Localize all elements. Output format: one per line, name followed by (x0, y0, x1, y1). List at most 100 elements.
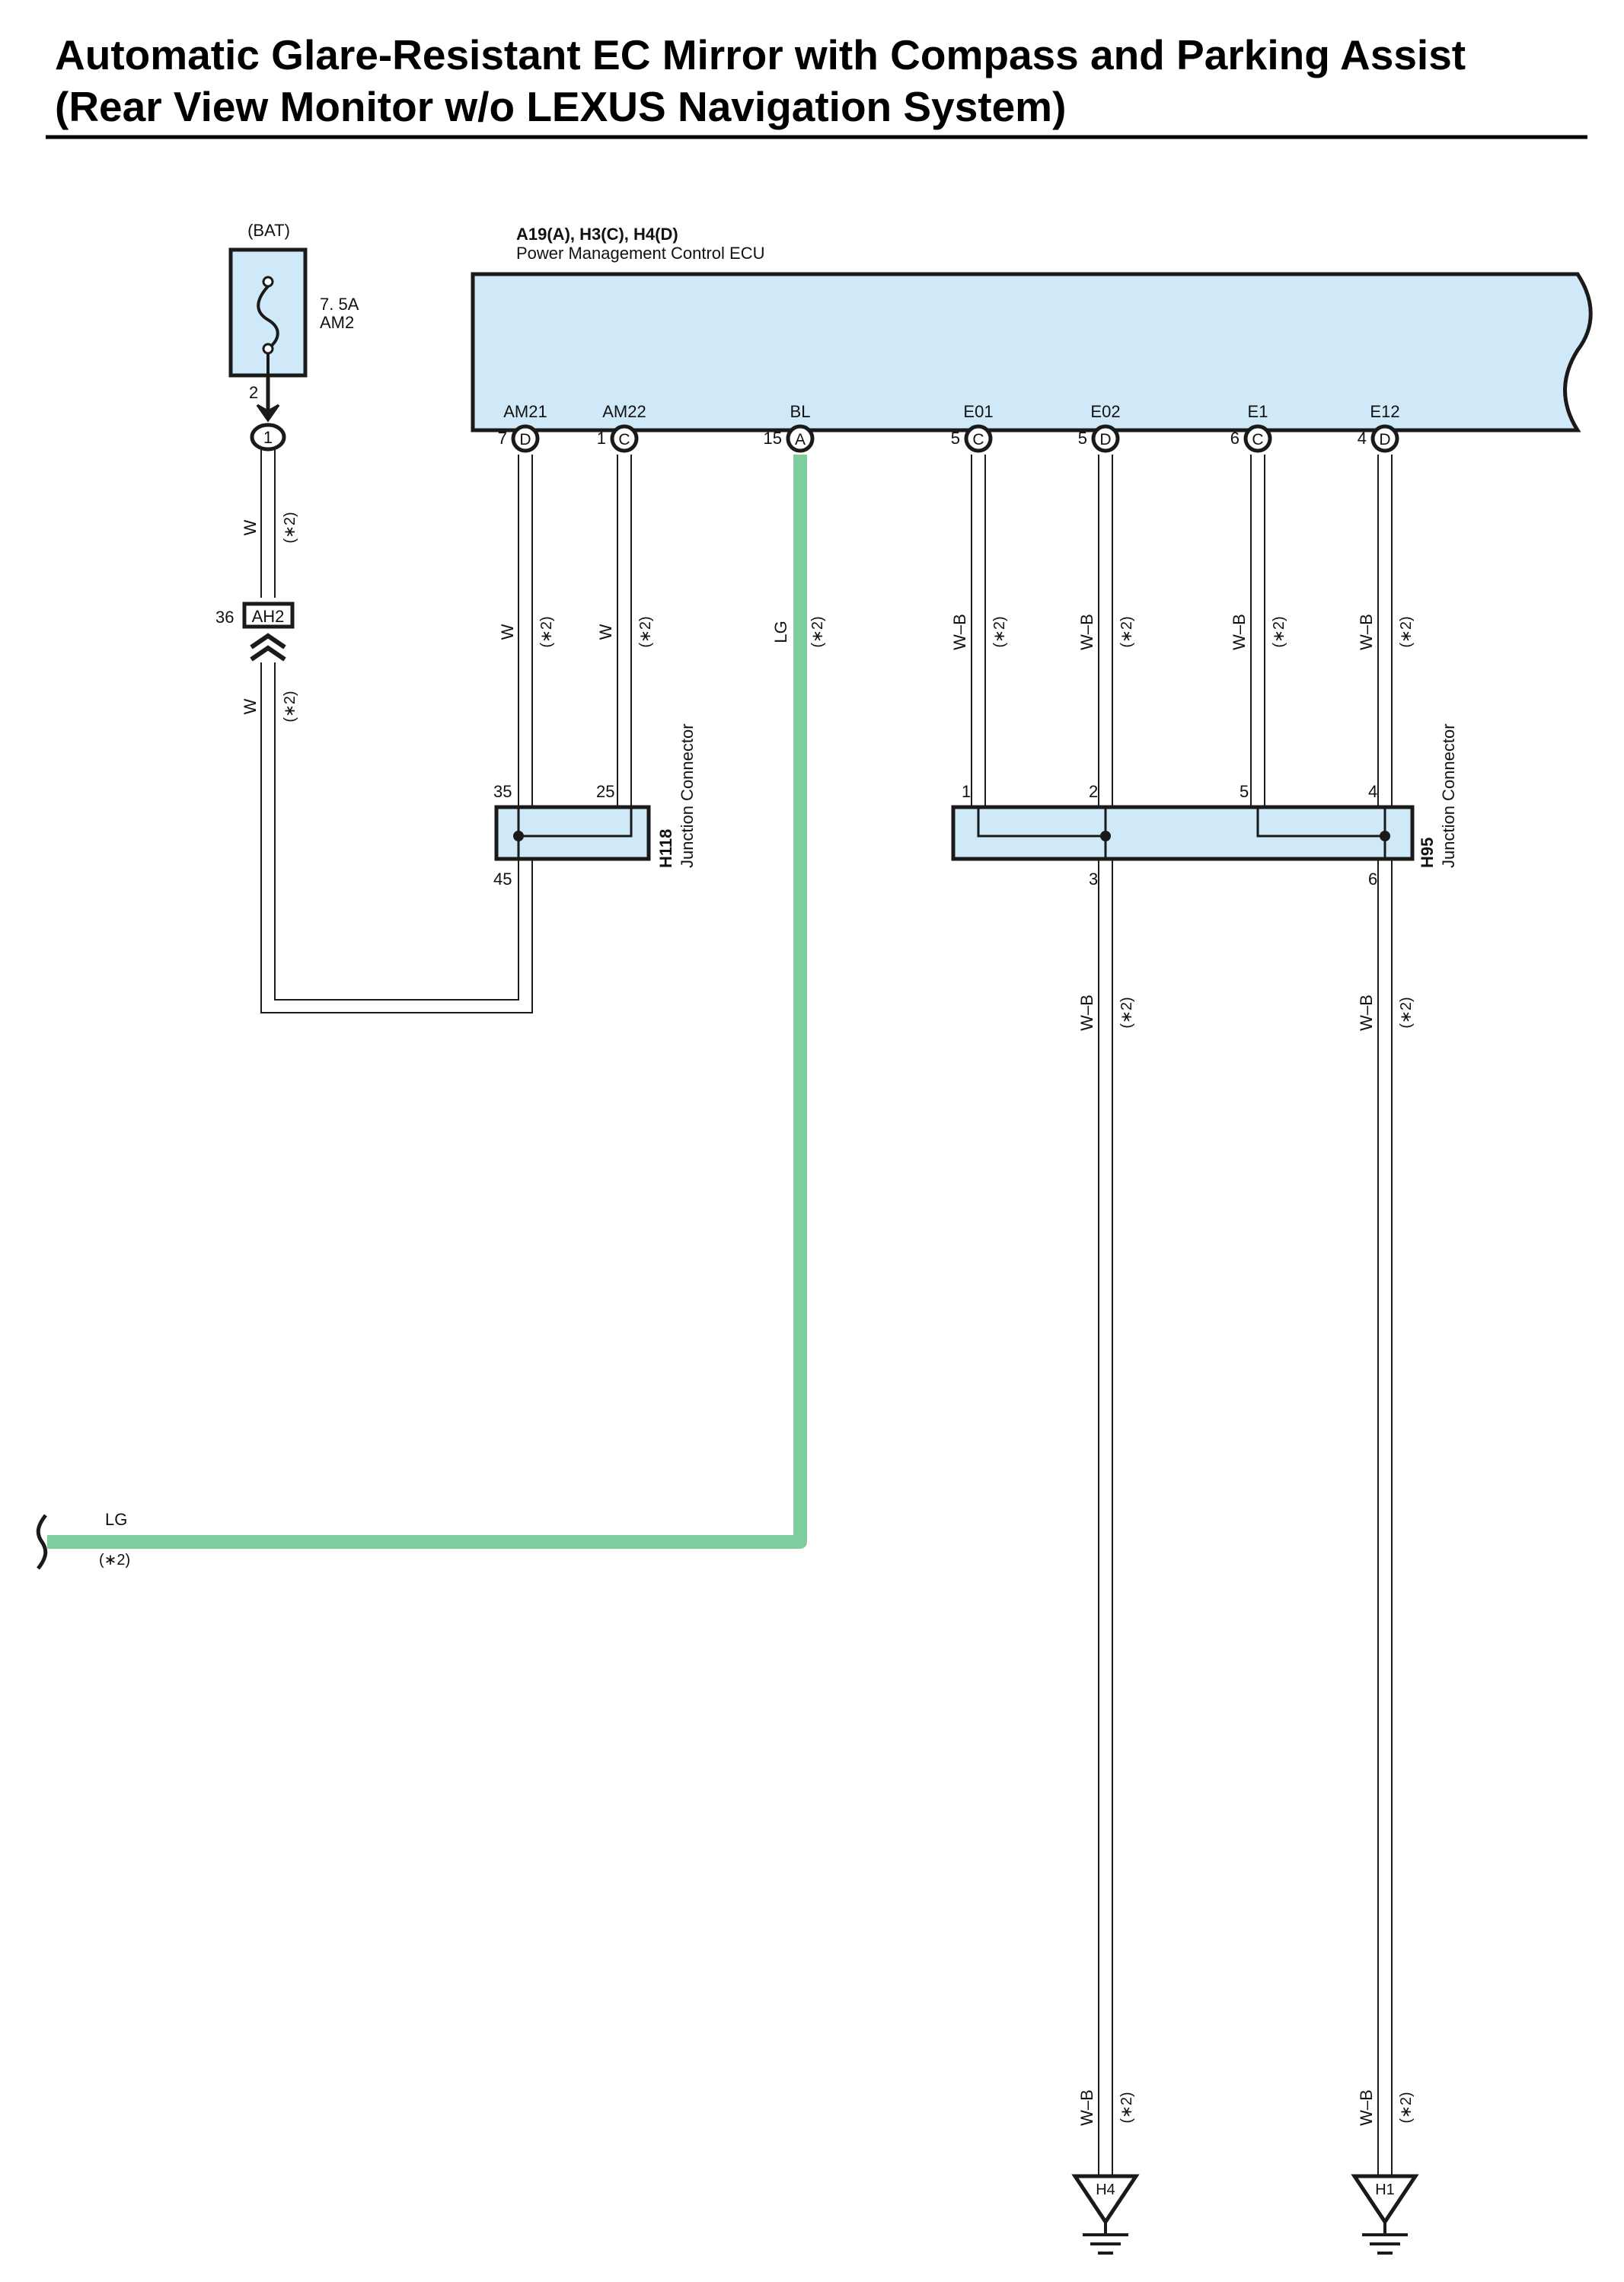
w-wire-ah2-h118-inner (274, 662, 519, 1001)
h95-3-wire-note: (∗2) (1118, 997, 1135, 1028)
h95-pin-6: 6 (1368, 870, 1377, 889)
ecu-terminal-e12-connector (1370, 424, 1399, 453)
h95-3-wire-label: W–B (1077, 994, 1096, 1031)
ecu-terminal-e01-pin: 5 (951, 429, 960, 448)
h118-pin-35: 35 (493, 782, 512, 801)
w-wire-label-1: W (241, 519, 260, 535)
ah2-pin: 36 (215, 608, 234, 627)
am21-wire-note: (∗2) (538, 616, 555, 647)
ecu-terminal-bl-letter: A (795, 431, 806, 448)
ecu-box (471, 272, 1593, 432)
ecu-terminal-e12-name: E12 (1370, 402, 1399, 421)
fuse-source-label: (BAT) (247, 221, 290, 240)
e01-wire-note: (∗2) (991, 616, 1008, 647)
lg-left-label: LG (105, 1510, 127, 1529)
am22-wire-note: (∗2) (637, 616, 654, 647)
h118-name: Junction Connector (678, 723, 697, 868)
h4-wire-note: (∗2) (1118, 2092, 1135, 2123)
title-line-1: Automatic Glare-Resistant EC Mirror with… (55, 31, 1466, 78)
h118-code: H118 (656, 829, 675, 868)
w-wire-note-1: (∗2) (282, 512, 298, 543)
ecu-terminal-e1-pin: 6 (1230, 429, 1240, 448)
h95-pin-2: 2 (1089, 782, 1098, 801)
ecu-terminal-e12-letter: D (1379, 431, 1390, 448)
ecu-terminal-e02-pin: 5 (1078, 429, 1087, 448)
fuse-connector-1 (250, 423, 286, 452)
h95-box (951, 805, 1415, 861)
ground-wires-h95 (1098, 859, 1393, 2193)
w-wire-note-2: (∗2) (282, 691, 298, 722)
h95-6-wire-label: W–B (1357, 994, 1376, 1031)
ecu-terminal-e02-letter: D (1099, 431, 1111, 448)
bl-wire-note: (∗2) (809, 616, 826, 647)
ecu-terminal-am21-letter: D (519, 431, 531, 448)
ground-wires-ecu (971, 455, 1393, 807)
ecu-terminal-am22-letter: C (618, 431, 630, 448)
ecu-terminal-e1-connector (1243, 424, 1272, 453)
h118-pin-25: 25 (596, 782, 614, 801)
lg-left-note: (∗2) (99, 1552, 130, 1569)
ecu-terminal-e1-letter: C (1252, 431, 1263, 448)
page-title: Automatic Glare-Resistant EC Mirror with… (55, 29, 1466, 132)
e01-wire-label: W–B (950, 614, 969, 650)
fuse-rating: 7. 5A (320, 295, 359, 314)
ground-h4-icon (1071, 2174, 1140, 2226)
h1-wire-note: (∗2) (1398, 2092, 1415, 2123)
fuse-arrow-icon (256, 404, 280, 423)
lg-wire (47, 455, 807, 1549)
ecu-terminal-am21-name: AM21 (503, 402, 547, 421)
ecu-terminal-bl-connector (786, 424, 815, 453)
w-wire-ah2-h118-outer (260, 662, 533, 1013)
h95-pin-1: 1 (962, 782, 971, 801)
ecu-terminal-am21-connector (511, 424, 540, 453)
ecu-code: A19(A), H3(C), H4(D) (516, 225, 678, 244)
e02-wire-note: (∗2) (1118, 616, 1135, 647)
ecu-terminal-am22-pin: 1 (597, 429, 606, 448)
ground-h1-icon (1351, 2174, 1419, 2226)
h95-pin-3: 3 (1089, 870, 1098, 889)
h118-internal-link (517, 807, 633, 838)
w-wire-label-2: W (241, 698, 260, 714)
am22-wire-label: W (596, 624, 615, 640)
ecu-terminal-e01-connector (964, 424, 993, 453)
fuse-pin: 2 (249, 383, 258, 402)
ecu-terminal-am22-name: AM22 (602, 402, 646, 421)
fuse-name: AM2 (320, 313, 354, 332)
h4-wire-label: W–B (1077, 2089, 1096, 2126)
ecu-terminal-am21-pin: 7 (498, 429, 507, 448)
h118-pin-45: 45 (493, 870, 512, 889)
ah2-label: AH2 (252, 607, 285, 626)
ground-h4-label: H4 (1096, 2181, 1115, 2198)
am21-wire-label: W (498, 624, 517, 640)
ecu-terminal-e01-letter: C (972, 431, 984, 448)
ecu-terminal-bl-pin: 15 (764, 429, 782, 448)
ecu-terminal-e12-pin: 4 (1358, 429, 1367, 448)
ground-h1-label: H1 (1375, 2181, 1395, 2198)
fuse-terminal-bottom (262, 343, 274, 355)
h1-wire-label: W–B (1357, 2089, 1376, 2126)
ground-h4-symbol (1083, 2222, 1128, 2255)
ecu-terminal-am22-connector (610, 424, 639, 453)
title-line-2: (Rear View Monitor w/o LEXUS Navigation … (55, 83, 1067, 130)
ecu-name: Power Management Control ECU (516, 244, 764, 263)
h95-link-a (977, 807, 1107, 838)
e1-wire-label: W–B (1230, 614, 1249, 650)
ground-h1-symbol (1362, 2222, 1408, 2255)
h95-name: Junction Connector (1439, 723, 1458, 868)
e1-wire-note: (∗2) (1271, 616, 1287, 647)
fuse-element-icon (257, 285, 279, 350)
h95-code: H95 (1418, 838, 1437, 868)
e02-wire-label: W–B (1077, 614, 1096, 650)
ecu-terminal-e1-name: E1 (1248, 402, 1268, 421)
h95-6-wire-note: (∗2) (1398, 997, 1415, 1028)
bl-wire-label: LG (771, 621, 790, 643)
ecu-terminal-e01-name: E01 (963, 402, 993, 421)
h95-pin-5: 5 (1240, 782, 1249, 801)
e12-wire-note: (∗2) (1398, 616, 1415, 647)
ecu-terminal-e02-name: E02 (1090, 402, 1120, 421)
ecu-terminal-bl-name: BL (790, 402, 811, 421)
ah2-chevron-icon (250, 633, 286, 662)
h95-pin-4: 4 (1368, 782, 1377, 801)
fuse-terminal-top (262, 276, 274, 288)
